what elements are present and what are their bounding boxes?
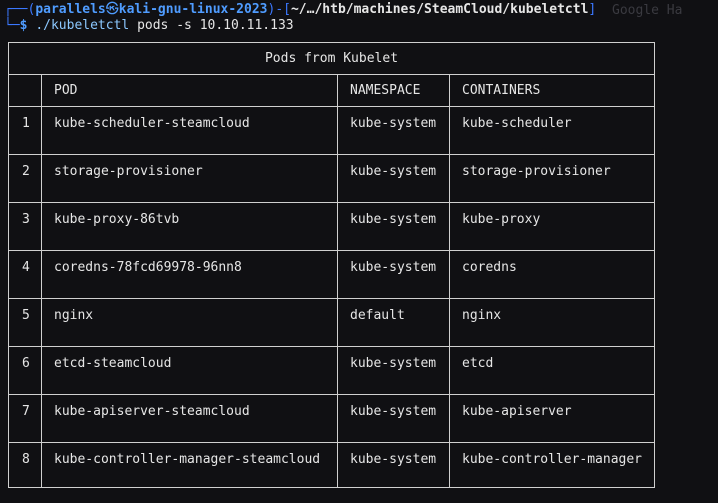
row-pod: storage-provisioner xyxy=(41,155,337,202)
table-row: 3 kube-proxy-86tvb kube-system kube-prox… xyxy=(9,203,654,251)
prompt-dollar: $ xyxy=(19,18,28,33)
row-namespace: default xyxy=(337,299,449,346)
row-containers: nginx xyxy=(449,299,655,346)
background-window-text: Google Ha xyxy=(612,3,683,18)
row-containers: kube-scheduler xyxy=(449,107,655,154)
row-index: 6 xyxy=(22,356,30,371)
prompt-host: kali-gnu-linux-2023 xyxy=(118,2,268,17)
row-namespace: kube-system xyxy=(337,251,449,298)
table-row: 7 kube-apiserver-steamcloud kube-system … xyxy=(9,395,654,443)
prompt-frame-bottom: └─ xyxy=(4,18,20,33)
prompt-frame-mid: )-[ xyxy=(267,2,291,17)
row-namespace: kube-system xyxy=(337,347,449,394)
header-containers: CONTAINERS xyxy=(449,75,655,106)
row-index: 1 xyxy=(22,116,30,131)
table-title: Pods from Kubelet xyxy=(9,43,654,75)
prompt-frame-end: ] xyxy=(588,2,597,17)
row-pod: coredns-78fcd69978-96nn8 xyxy=(41,251,337,298)
pods-table: Pods from Kubelet POD NAMESPACE CONTAINE… xyxy=(8,42,655,488)
row-namespace: kube-system xyxy=(337,443,449,487)
prompt-at-symbol: ㉿ xyxy=(105,2,119,17)
table-row: 4 coredns-78fcd69978-96nn8 kube-system c… xyxy=(9,251,654,299)
table-row: 2 storage-provisioner kube-system storag… xyxy=(9,155,654,203)
row-pod: nginx xyxy=(41,299,337,346)
row-pod: kube-scheduler-steamcloud xyxy=(41,107,337,154)
row-index: 3 xyxy=(22,212,30,227)
row-containers: coredns xyxy=(449,251,655,298)
header-pod: POD xyxy=(41,75,337,106)
row-index: 8 xyxy=(22,452,30,467)
row-containers: kube-controller-manager xyxy=(449,443,655,487)
row-containers: kube-apiserver xyxy=(449,395,655,442)
row-pod: etcd-steamcloud xyxy=(41,347,337,394)
command-line[interactable]: └─$ ./kubeletctl pods -s 10.10.11.133 xyxy=(4,18,294,34)
command-name: ./kubeletctl xyxy=(35,18,130,33)
prompt-frame-top: ┌──( xyxy=(4,2,36,17)
row-namespace: kube-system xyxy=(337,107,449,154)
command-address: 10.10.11.133 xyxy=(199,18,294,33)
row-pod: kube-apiserver-steamcloud xyxy=(41,395,337,442)
row-pod: kube-proxy-86tvb xyxy=(41,203,337,250)
header-index xyxy=(9,75,41,106)
command-flag: -s xyxy=(176,18,192,33)
table-row: 8 kube-controller-manager-steamcloud kub… xyxy=(9,443,654,487)
command-subcommand: pods xyxy=(137,18,169,33)
row-containers: kube-proxy xyxy=(449,203,655,250)
table-header-row: POD NAMESPACE CONTAINERS xyxy=(9,75,654,107)
prompt-path: ~/…/htb/machines/SteamCloud/kubeletctl xyxy=(290,2,589,17)
row-namespace: kube-system xyxy=(337,203,449,250)
header-namespace: NAMESPACE xyxy=(337,75,449,106)
row-index: 7 xyxy=(22,404,30,419)
prompt-user: parallels xyxy=(35,2,106,17)
row-pod: kube-controller-manager-steamcloud xyxy=(41,443,337,487)
row-namespace: kube-system xyxy=(337,395,449,442)
row-containers: storage-provisioner xyxy=(449,155,655,202)
table-row: 1 kube-scheduler-steamcloud kube-system … xyxy=(9,107,654,155)
table-row: 6 etcd-steamcloud kube-system etcd xyxy=(9,347,654,395)
prompt-header-line: ┌──(parallels㉿kali-gnu-linux-2023)-[~/…/… xyxy=(4,2,596,18)
row-containers: etcd xyxy=(449,347,655,394)
row-index: 5 xyxy=(22,308,30,323)
table-row: 5 nginx default nginx xyxy=(9,299,654,347)
row-namespace: kube-system xyxy=(337,155,449,202)
row-index: 4 xyxy=(22,260,30,275)
row-index: 2 xyxy=(22,164,30,179)
